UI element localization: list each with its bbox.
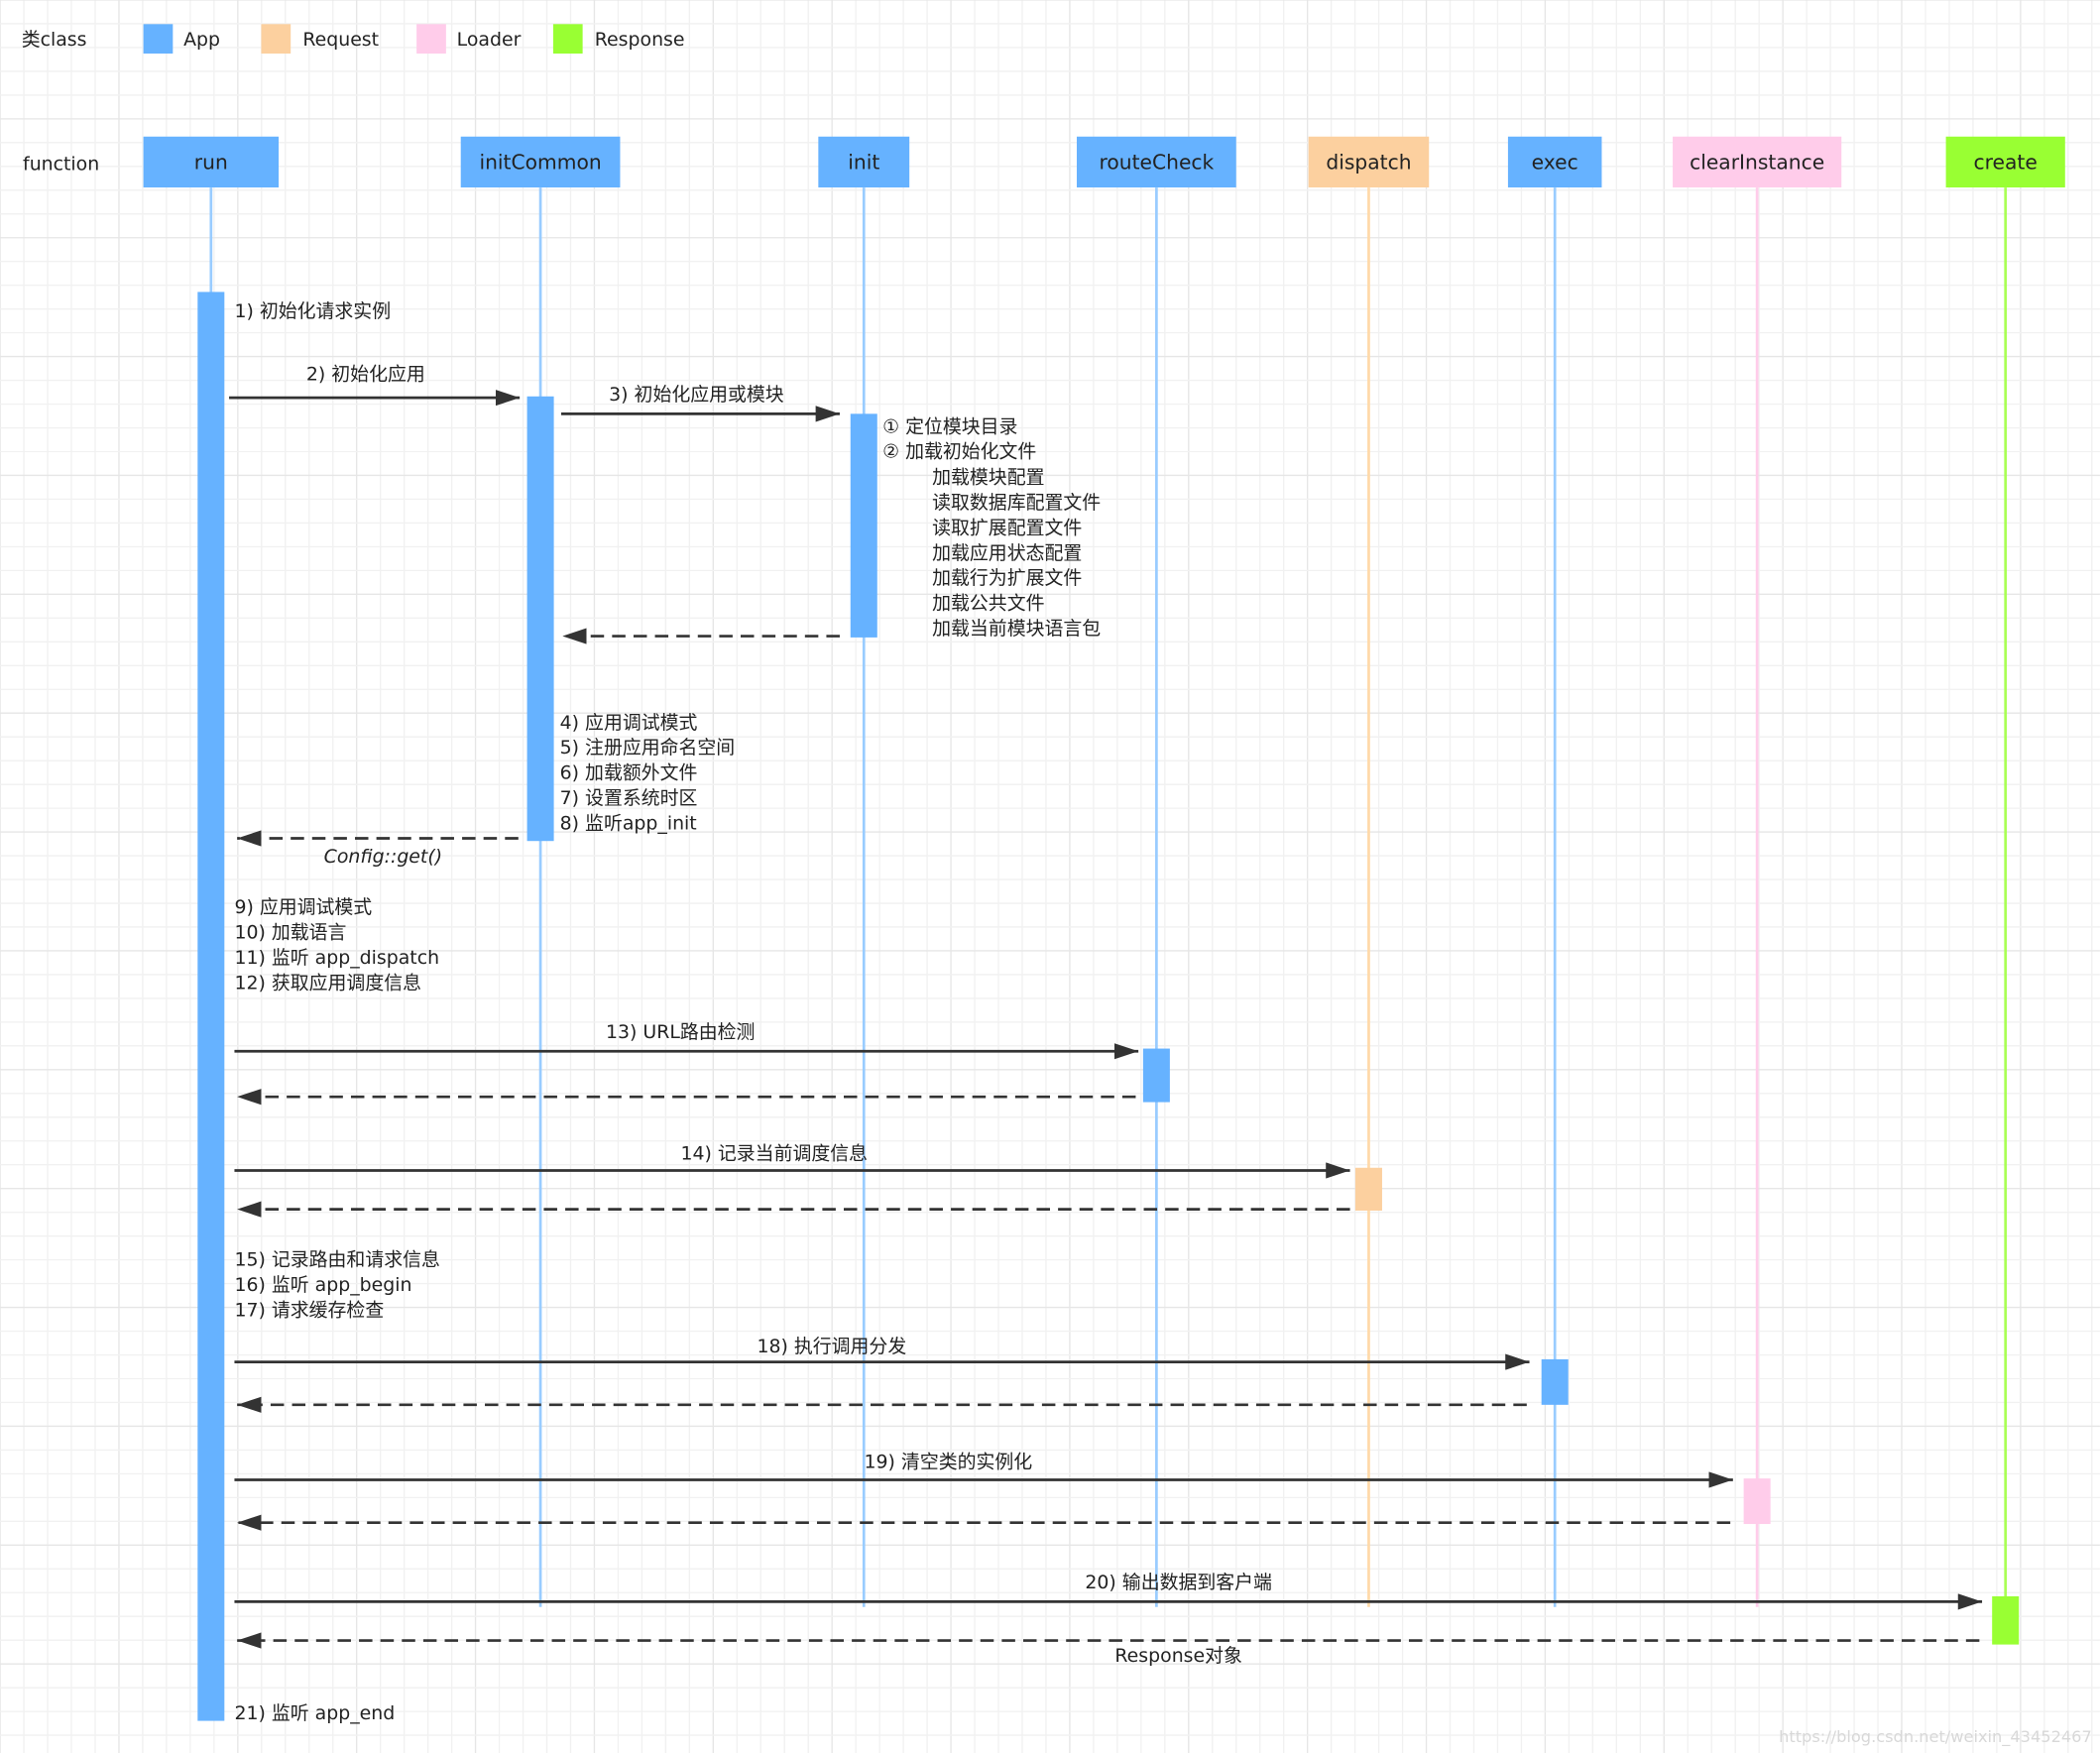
message-label: Config::get() — [324, 846, 442, 868]
legend: 类class App Request Loader Response function — [22, 24, 685, 175]
legend-title: 类class — [22, 29, 87, 51]
note-init-substeps: 加载当前模块语言包 — [932, 618, 1101, 640]
message-label: 2) 初始化应用 — [306, 364, 425, 386]
message-label: Response对象 — [1114, 1645, 1242, 1667]
legend-swatch-app — [143, 24, 174, 55]
participant-label-initCommon: initCommon — [479, 150, 601, 174]
activation-init — [850, 413, 877, 638]
participant-exec[interactable] — [1507, 136, 1602, 188]
activation-dispatch — [1354, 1167, 1382, 1211]
note-init-steps: ① 定位模块目录 — [882, 415, 1017, 437]
participant-initCommon[interactable] — [460, 136, 621, 188]
participant-label-run: run — [194, 150, 228, 174]
note-run-steps-a: 10) 加载语言 — [234, 922, 346, 944]
legend-swatch-response — [552, 24, 583, 55]
participant-dispatch[interactable] — [1308, 136, 1430, 188]
message-label: 19) 清空类的实例化 — [865, 1451, 1033, 1472]
note-init-steps: ② 加载初始化文件 — [882, 441, 1036, 463]
note-initcommon-steps: 7) 设置系统时区 — [560, 787, 698, 809]
notes: 1) 初始化请求实例 ① 定位模块目录 ② 加载初始化文件加载模块配置读取数据库配置… — [234, 300, 1101, 1724]
legend-label-loader: Loader — [457, 29, 522, 51]
participant-create[interactable] — [1945, 136, 2065, 188]
participant-label-create: create — [1974, 150, 2038, 174]
note-run-start: 1) 初始化请求实例 — [234, 300, 391, 322]
activation-exec — [1541, 1358, 1569, 1405]
participant-headers: run initCommon init routeCheck dispatch exec c… — [143, 136, 2065, 188]
note-run-steps-a: 9) 应用调试模式 — [234, 896, 372, 918]
activation-run — [197, 292, 225, 1721]
activation-clearInstance — [1743, 1478, 1771, 1525]
activation-routeCheck — [1142, 1048, 1170, 1103]
note-init-substeps: 读取数据库配置文件 — [932, 492, 1101, 514]
note-initcommon-steps: 5) 注册应用命名空间 — [560, 737, 736, 759]
participant-label-dispatch: dispatch — [1326, 150, 1411, 174]
note-run-end: 21) 监听 app_end — [234, 1702, 395, 1724]
note-run-steps-b: 17) 请求缓存检查 — [234, 1299, 384, 1321]
note-initcommon-steps: 8) 监听app_init — [560, 812, 697, 834]
participant-label-exec: exec — [1532, 150, 1578, 174]
message-label: 14) 记录当前调度信息 — [680, 1143, 868, 1165]
note-run-steps-b: 15) 记录路由和请求信息 — [234, 1248, 439, 1270]
legend-label-app: App — [183, 29, 220, 51]
note-init-substeps: 加载行为扩展文件 — [932, 567, 1082, 589]
note-run-steps-a: 11) 监听 app_dispatch — [234, 947, 439, 969]
function-label: function — [23, 154, 99, 175]
participant-init[interactable] — [818, 136, 910, 188]
lifelines — [209, 187, 2008, 1607]
participant-label-clearInstance: clearInstance — [1690, 150, 1824, 174]
note-init-substeps: 读取扩展配置文件 — [932, 517, 1082, 538]
message-label: 18) 执行调用分发 — [757, 1336, 906, 1357]
note-run-steps-b: 16) 监听 app_begin — [234, 1274, 411, 1296]
participant-label-routeCheck: routeCheck — [1099, 150, 1214, 174]
note-init-substeps: 加载模块配置 — [932, 467, 1044, 489]
watermark: https://blog.csdn.net/weixin_43452467 — [1779, 1727, 2092, 1747]
message-label: 13) URL路由检测 — [606, 1021, 755, 1043]
message-label: 3) 初始化应用或模块 — [609, 384, 784, 406]
participant-clearInstance[interactable] — [1673, 136, 1842, 188]
activation-create — [1992, 1595, 2020, 1645]
note-init-substeps: 加载应用状态配置 — [932, 542, 1082, 564]
participant-run[interactable] — [143, 136, 280, 188]
note-run-steps-a: 12) 获取应用调度信息 — [234, 973, 421, 994]
legend-label-response: Response — [595, 29, 685, 51]
participant-routeCheck[interactable] — [1077, 136, 1236, 188]
legend-swatch-request — [261, 24, 292, 55]
note-initcommon-steps: 6) 加载额外文件 — [560, 762, 698, 784]
activation-initCommon — [526, 396, 554, 842]
note-initcommon-steps: 4) 应用调试模式 — [560, 712, 698, 734]
message-label: 20) 输出数据到客户端 — [1085, 1572, 1272, 1593]
participant-label-init: init — [848, 150, 879, 174]
legend-swatch-loader — [416, 24, 446, 55]
note-init-substeps: 加载公共文件 — [932, 593, 1044, 615]
legend-label-request: Request — [302, 29, 379, 51]
activations — [197, 292, 2020, 1721]
